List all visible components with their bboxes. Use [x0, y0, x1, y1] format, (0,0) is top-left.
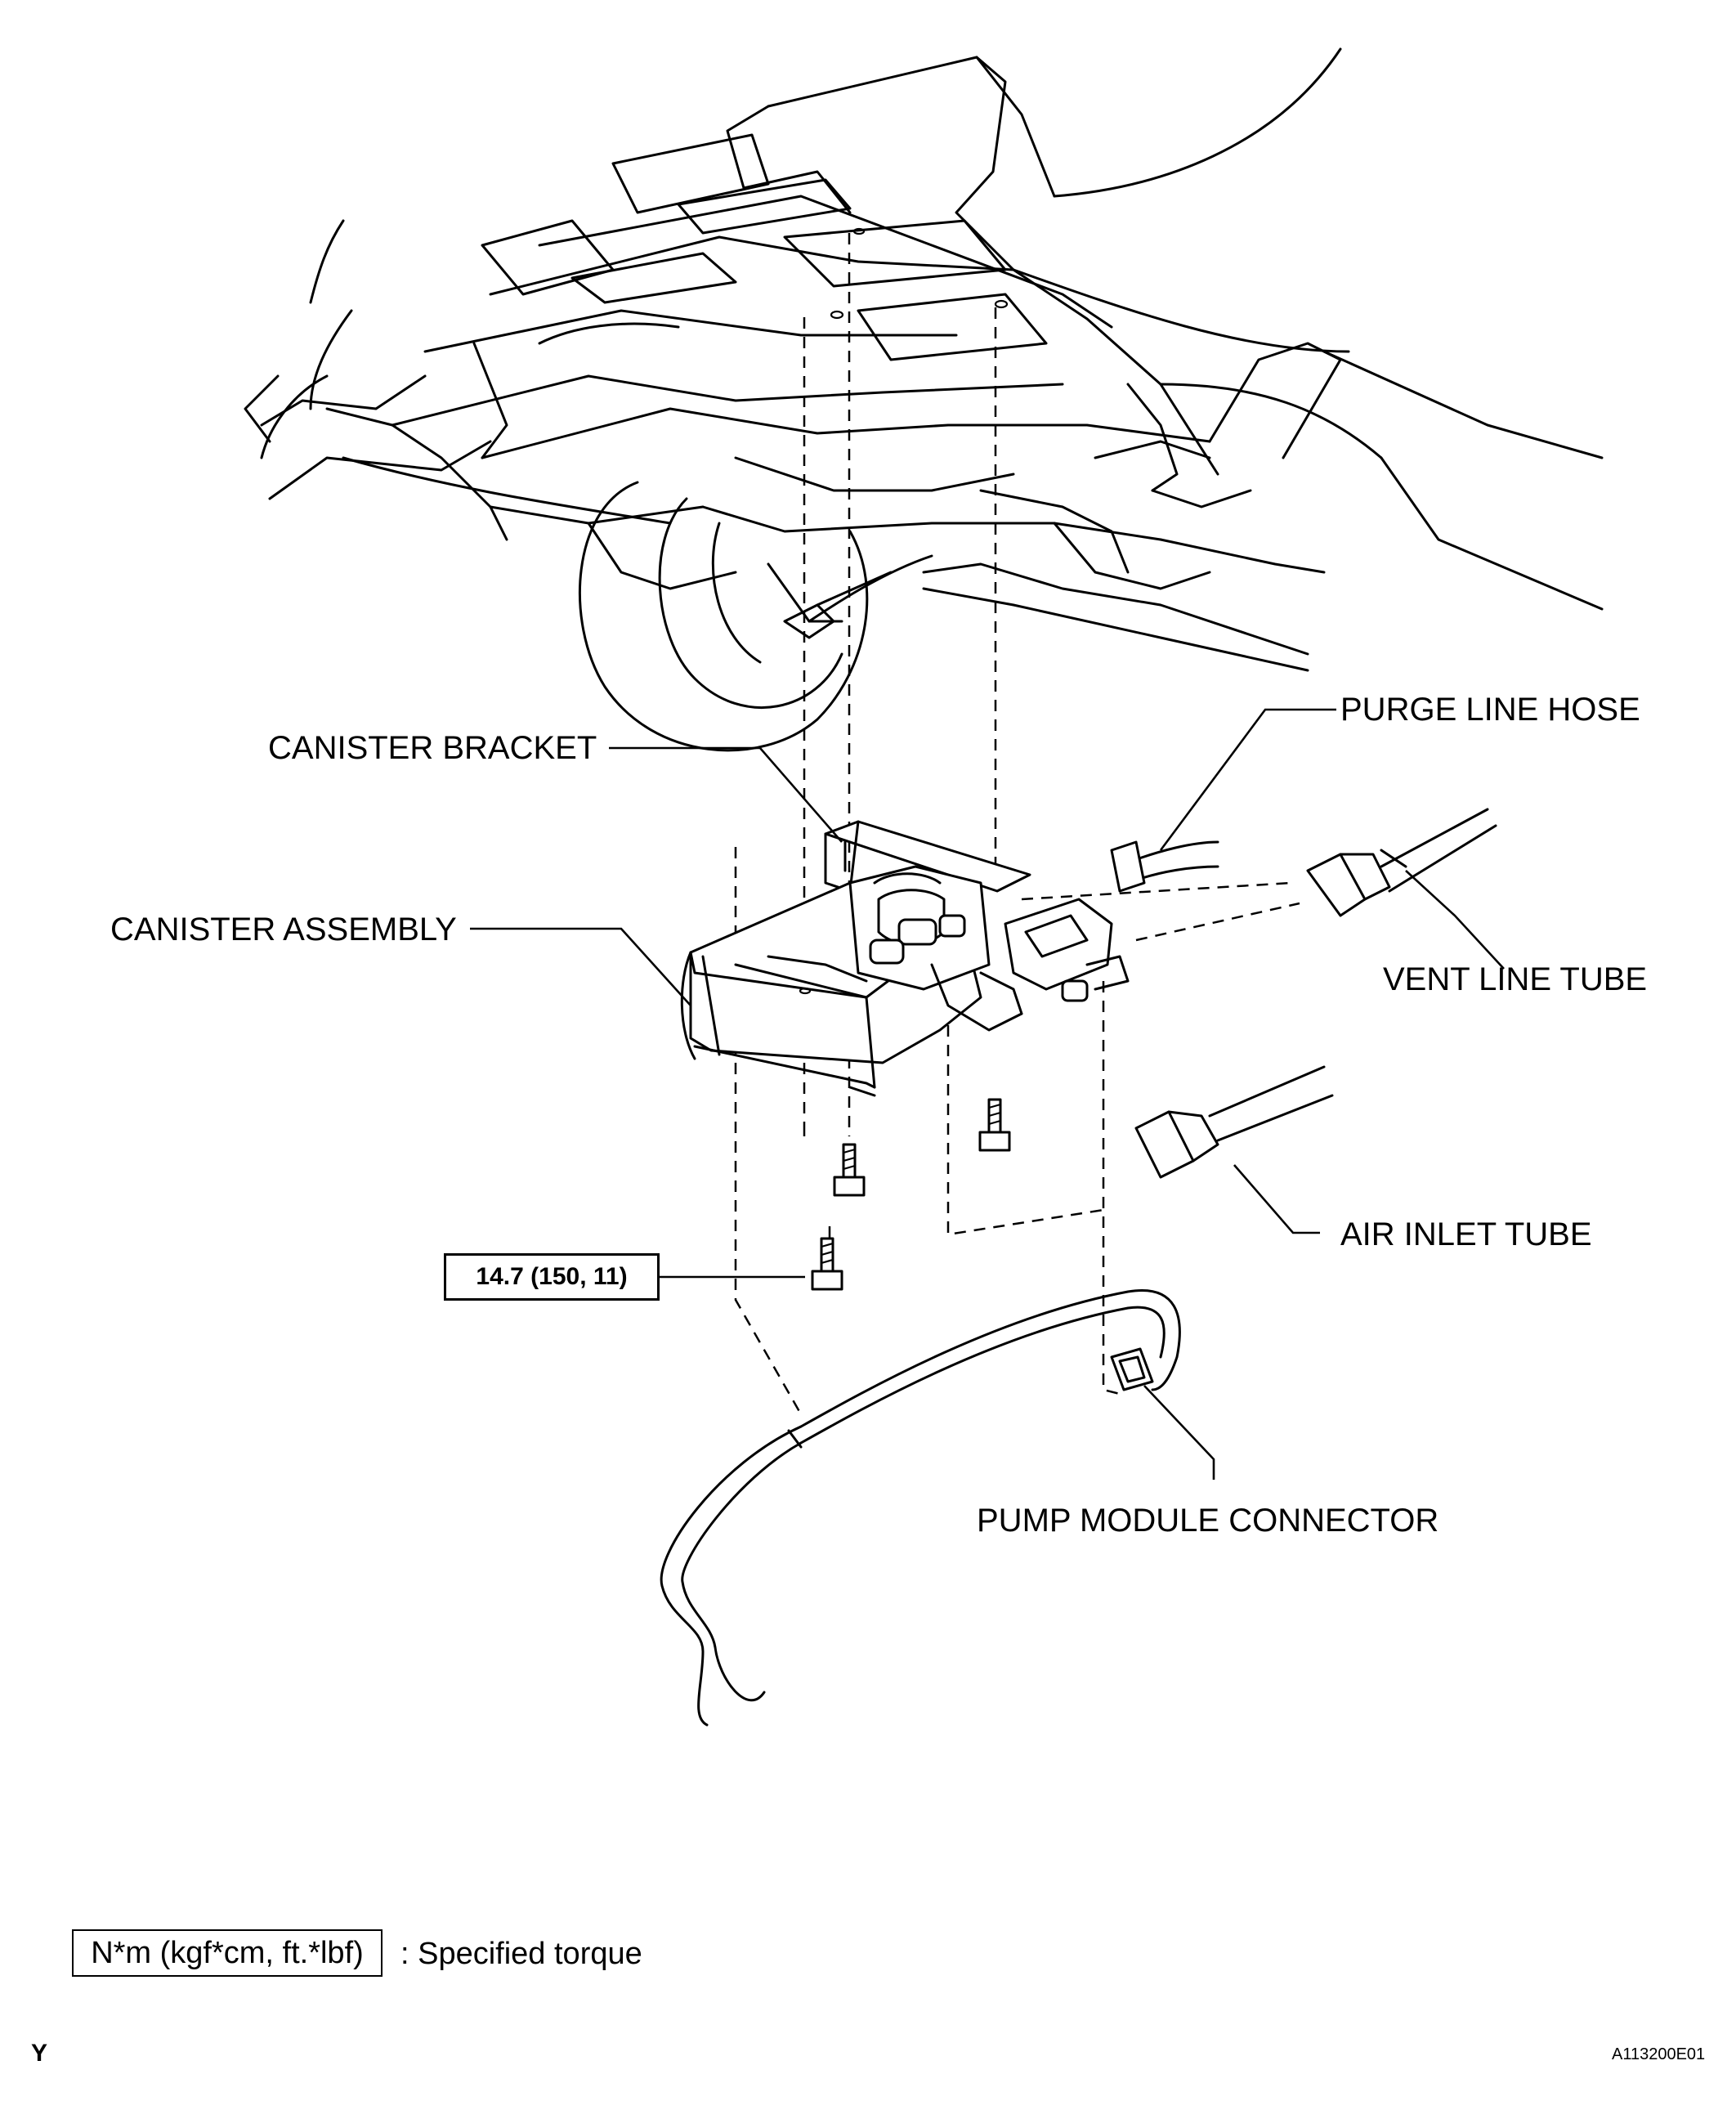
torque-spec-value: 14.7 (150, 11): [476, 1263, 628, 1290]
wire-harness: [660, 1289, 1181, 1727]
assembly-guide-lines: [734, 233, 1300, 1415]
label-canister-assembly: CANISTER ASSEMBLY: [110, 912, 457, 947]
vent-line-tube: [1306, 808, 1497, 917]
leader-lines: [470, 708, 1505, 1480]
label-purge-line-hose: PURGE LINE HOSE: [1340, 692, 1640, 728]
label-vent-line-tube: VENT LINE TUBE: [1383, 961, 1648, 997]
canister-assembly-drawing: [680, 820, 1130, 1097]
figure-id: A113200E01: [1612, 2045, 1706, 2063]
label-canister-bracket: CANISTER BRACKET: [268, 730, 597, 766]
bolt-3: [811, 1237, 843, 1291]
torque-legend-description: : Specified torque: [400, 1937, 642, 1971]
bolt-1: [978, 1098, 1011, 1152]
torque-unit-legend-box: N*m (kgf*cm, ft.*lbf): [72, 1929, 383, 1977]
corner-mark: Y: [31, 2040, 48, 2067]
vehicle-underbody: [244, 47, 1604, 672]
purge-line-hose: [1110, 840, 1219, 893]
label-pump-module-connector: PUMP MODULE CONNECTOR: [977, 1503, 1439, 1539]
label-air-inlet-tube: AIR INLET TUBE: [1340, 1216, 1592, 1252]
air-inlet-tube: [1134, 1065, 1334, 1179]
bolt-2: [833, 1143, 866, 1197]
torque-spec-box: 14.7 (150, 11): [444, 1253, 660, 1301]
torque-unit-text: N*m (kgf*cm, ft.*lbf): [91, 1935, 364, 1970]
